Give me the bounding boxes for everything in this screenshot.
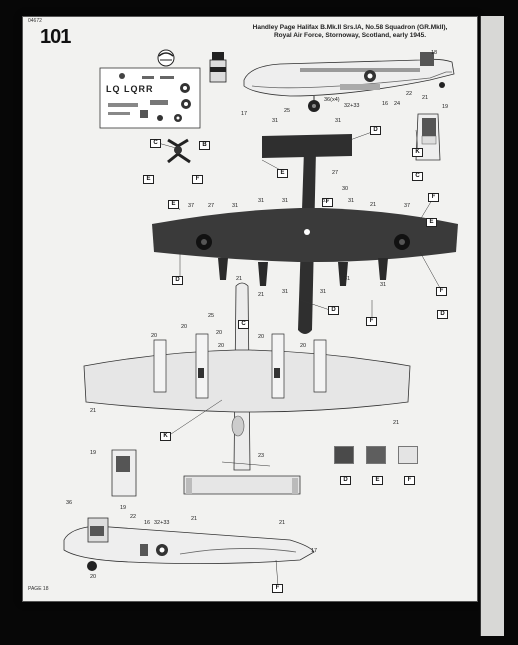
callout-number: 31: [380, 282, 387, 288]
marker-tag: F: [428, 193, 439, 202]
callout-number: 21: [90, 408, 97, 414]
callout-number: 36: [66, 500, 73, 506]
callout-number: 21: [393, 420, 400, 426]
callout-number: 27: [208, 203, 215, 209]
color-swatch: [398, 446, 418, 464]
callout-number: 31: [344, 276, 351, 282]
marker-tag: K: [160, 432, 171, 441]
callout-number: 32+33: [154, 520, 170, 526]
marker-tag: C: [412, 172, 423, 181]
callout-number: 21: [422, 95, 429, 101]
color-swatch: [334, 446, 354, 464]
marker-tag: F: [366, 317, 377, 326]
side-view-upper: [243, 52, 455, 112]
marker-tag: E: [426, 218, 437, 227]
marker-tag: E: [143, 175, 154, 184]
fin-detail-lower: [111, 449, 137, 497]
color-swatch: [366, 446, 386, 464]
callout-number: 31: [335, 118, 342, 124]
callout-number: 19: [120, 505, 127, 511]
callout-number: 21: [258, 292, 265, 298]
callout-number: 19: [90, 450, 97, 456]
marker-tag: D: [328, 306, 339, 315]
page-number: PAGE 18: [28, 586, 49, 592]
callout-number: 20: [90, 574, 97, 580]
decal-solution-icon: [209, 52, 227, 83]
callout-number: 31: [258, 198, 265, 204]
callout-number: 31: [232, 203, 239, 209]
marker-tag: F: [322, 198, 333, 207]
callout-number: 19: [442, 104, 449, 110]
scheme-title-line-1: Handley Page Halifax B.Mk.II Srs.IA, No.…: [252, 24, 448, 31]
callout-number: 16: [144, 520, 151, 526]
callout-number: 37: [188, 203, 195, 209]
callout-number: 20: [181, 324, 188, 330]
callout-number: 17: [311, 548, 318, 554]
callout-number: 31: [320, 289, 327, 295]
marker-tag: C: [150, 139, 161, 148]
callout-number: 18: [431, 50, 438, 56]
marker-tag: E: [277, 169, 288, 178]
swatch-label: E: [372, 476, 383, 485]
callout-number: 31: [282, 289, 289, 295]
callout-number: 36(x4): [324, 97, 340, 103]
callout-number: 20: [218, 343, 225, 349]
callout-number: 20: [258, 334, 265, 340]
ribbon-icon: [157, 49, 175, 67]
callout-number: 20: [300, 343, 307, 349]
instruction-page: [22, 16, 478, 602]
scheme-title-line-2: Royal Air Force, Stornoway, Scotland, ea…: [273, 32, 427, 39]
step-number: 101: [40, 26, 71, 48]
marker-tag: F: [436, 287, 447, 296]
decal-sheet: [99, 67, 201, 129]
marker-tag: C: [238, 320, 249, 329]
marker-tag: D: [437, 310, 448, 319]
decal-codes: LQ LQRR: [106, 84, 154, 94]
scheme-title: Handley Page Halifax B.Mk.II Srs.IA, No.…: [230, 24, 470, 40]
marker-tag: F: [192, 175, 203, 184]
callout-number: 25: [284, 108, 291, 114]
callout-number: 17: [241, 111, 248, 117]
callout-number: 31: [348, 198, 355, 204]
bottom-view-aircraft: [83, 282, 411, 495]
callout-number: 31: [322, 198, 329, 204]
top-view-aircraft: [152, 134, 458, 334]
callout-number: 21: [279, 520, 286, 526]
callout-number: 30: [342, 186, 349, 192]
callout-number: 20: [216, 330, 223, 336]
callout-number: 16: [382, 101, 389, 107]
propeller-detail: [167, 138, 191, 164]
callout-number: 32+33: [344, 103, 360, 109]
callout-number: 24: [394, 101, 401, 107]
callout-number: 22: [130, 514, 137, 520]
callout-number: 25: [208, 313, 215, 319]
swatch-label: F: [404, 476, 415, 485]
callout-number: 20: [151, 333, 158, 339]
kit-code: 04672: [28, 18, 42, 24]
leader-lines: [157, 129, 441, 587]
side-view-lower: [63, 517, 315, 571]
marker-tag: B: [199, 141, 210, 150]
marker-tag: D: [370, 126, 381, 135]
marker-tag: K: [412, 148, 423, 157]
marker-tag: E: [168, 200, 179, 209]
callout-number: 37: [404, 203, 411, 209]
marker-tag: F: [272, 584, 283, 593]
next-page-edge: [480, 16, 504, 636]
callout-number: 21: [236, 276, 243, 282]
callout-number: 31: [272, 118, 279, 124]
callout-number: 31: [282, 198, 289, 204]
callout-number: 22: [406, 91, 413, 97]
callout-number: 27: [332, 170, 339, 176]
callout-number: 21: [370, 202, 377, 208]
marker-tag: D: [172, 276, 183, 285]
callout-number: 21: [191, 516, 198, 522]
callout-number: 23: [258, 453, 265, 459]
swatch-label: D: [340, 476, 351, 485]
